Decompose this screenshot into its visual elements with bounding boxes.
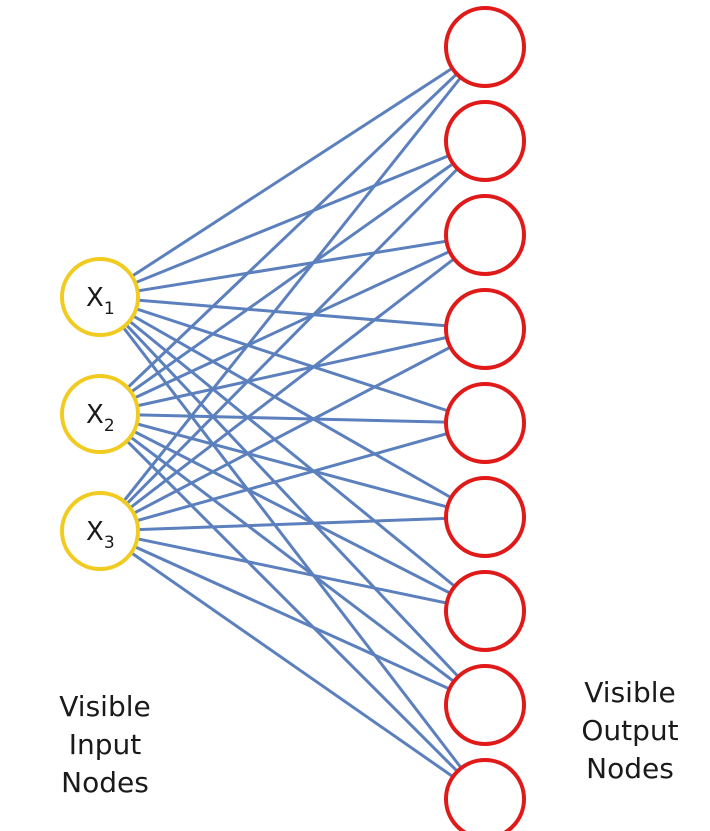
connection-line [99,412,486,707]
connection-line [98,46,487,532]
output-node [444,194,526,276]
output-node [444,570,526,652]
connection-line [99,295,486,519]
input-label-line-1: Visible [59,690,151,723]
output-node [444,758,526,831]
connection-line [99,412,486,425]
output-node [444,100,526,182]
connection-line [99,295,486,331]
connection-line [99,139,486,416]
input-node: X1 [60,257,140,337]
connection-line [98,139,487,533]
connection-line [99,327,486,416]
input-node-symbol: X [86,283,104,313]
connection-line [99,529,486,613]
output-node [444,476,526,558]
input-node-label: X2 [86,400,115,436]
connection-line [99,295,486,613]
output-node [444,382,526,464]
connection-line [98,412,487,801]
output-layer [444,6,526,831]
input-label-line-2: Input [68,728,142,761]
input-node: X2 [60,374,140,454]
output-nodes-label: Visible Output Nodes [555,674,705,788]
input-node-subscript: 3 [104,533,115,553]
output-node [444,664,526,746]
connection-line [98,295,487,707]
input-label-line-3: Nodes [61,766,149,799]
input-node-label: X1 [86,283,115,319]
output-label-line-1: Visible [584,676,676,709]
connection-line [99,233,486,299]
connection-lines [98,45,487,801]
output-label-line-2: Output [581,714,679,747]
input-node-circle [60,374,140,454]
connection-line [99,421,486,533]
input-node-circle [60,491,140,571]
input-nodes-label: Visible Input Nodes [30,688,180,802]
input-node: X3 [60,491,140,571]
connection-line [99,327,486,533]
connection-line [99,139,486,299]
output-node [444,6,526,88]
input-node-subscript: 1 [104,299,115,319]
output-label-line-3: Nodes [586,752,674,785]
connection-line [99,515,486,533]
connection-line [99,529,486,801]
input-node-label: X3 [86,517,115,553]
input-node-circle [60,257,140,337]
connection-line [98,296,487,800]
connection-line [99,45,486,299]
input-node-symbol: X [86,400,104,430]
connection-line [98,45,487,416]
connection-line [99,233,486,533]
connection-line [99,233,486,416]
connection-line [99,529,486,707]
input-node-subscript: 2 [104,416,115,436]
output-node [444,288,526,370]
connection-line [99,412,486,613]
input-node-symbol: X [86,517,104,547]
connection-line [99,295,486,425]
connection-line [99,412,486,519]
